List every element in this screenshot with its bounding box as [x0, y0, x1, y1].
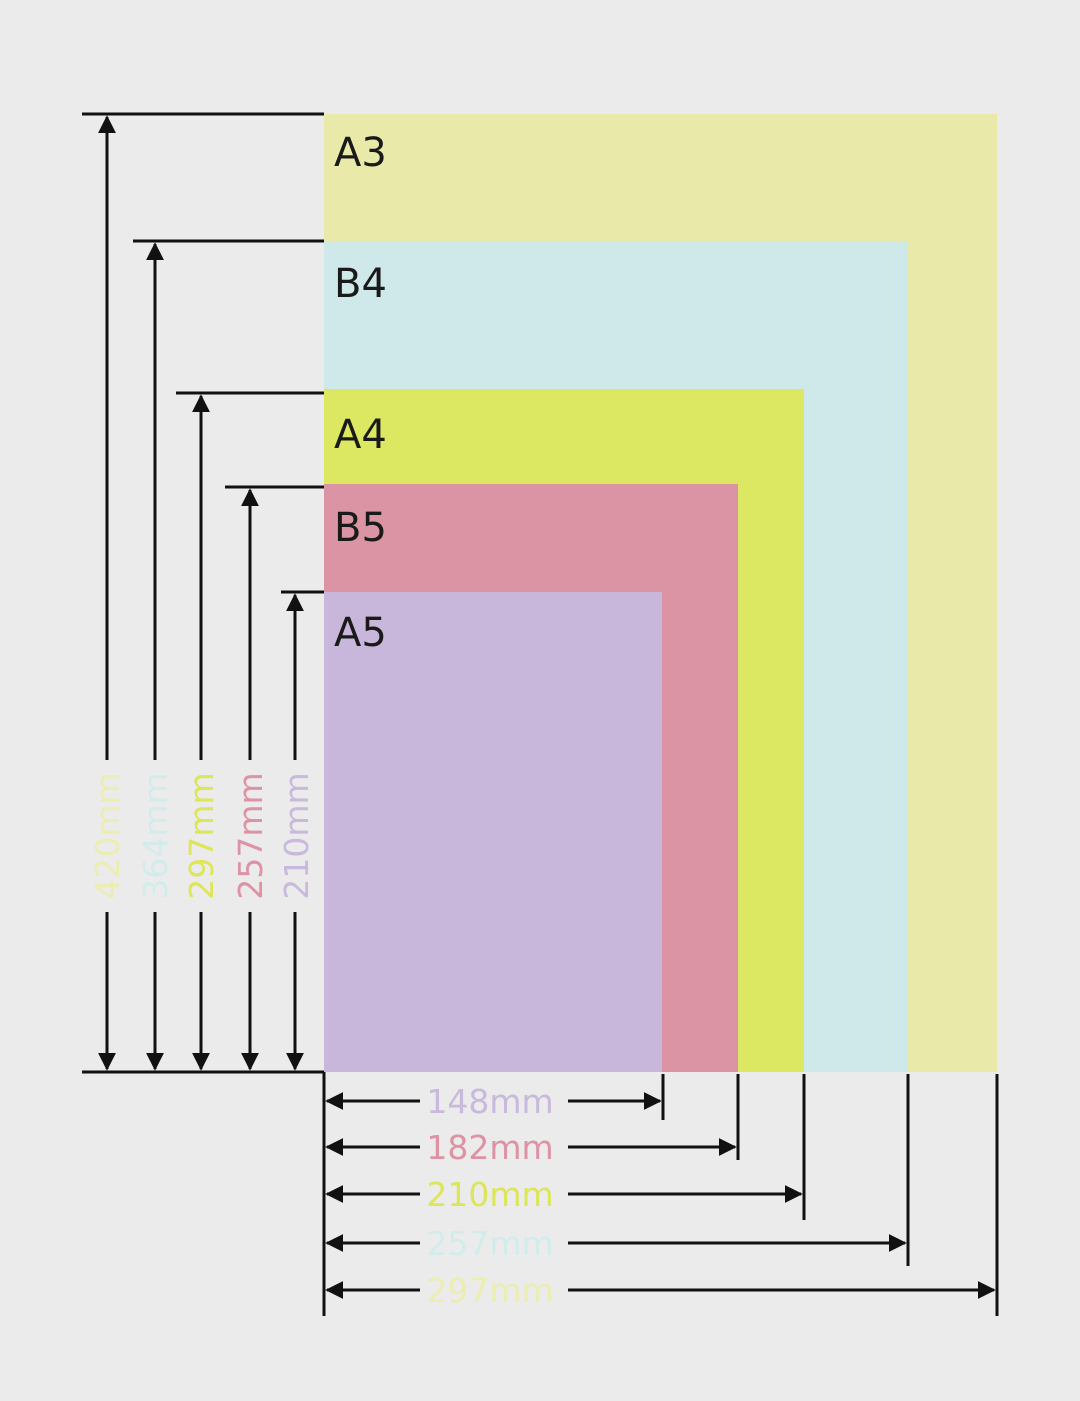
- paper-label-a4: A4: [334, 412, 387, 458]
- height-label-a5: 210mm: [277, 772, 316, 899]
- height-label-a4: 297mm: [182, 772, 221, 899]
- paper-labels: A3 B4 A4 B5 A5: [334, 130, 387, 656]
- paper-a5: [324, 592, 662, 1072]
- paper-label-b5: B5: [334, 505, 387, 551]
- paper-rectangles: [324, 114, 997, 1072]
- height-label-b4: 364mm: [136, 772, 175, 899]
- height-labels: 420mm 364mm 297mm 257mm 210mm: [88, 772, 316, 899]
- paper-label-a5: A5: [334, 610, 387, 656]
- width-dimensions: [322, 1072, 999, 1316]
- width-labels: 148mm 182mm 210mm 257mm 297mm: [426, 1082, 553, 1310]
- width-label-a3: 297mm: [426, 1271, 553, 1310]
- width-label-b5: 182mm: [426, 1128, 553, 1167]
- width-label-b4: 257mm: [426, 1224, 553, 1263]
- height-label-a3: 420mm: [88, 772, 127, 899]
- height-label-b5: 257mm: [231, 772, 270, 899]
- height-dimensions: [82, 112, 324, 1074]
- paper-label-a3: A3: [334, 130, 387, 176]
- paper-label-b4: B4: [334, 261, 387, 307]
- width-label-a5: 148mm: [426, 1082, 553, 1121]
- width-label-a4: 210mm: [426, 1175, 553, 1214]
